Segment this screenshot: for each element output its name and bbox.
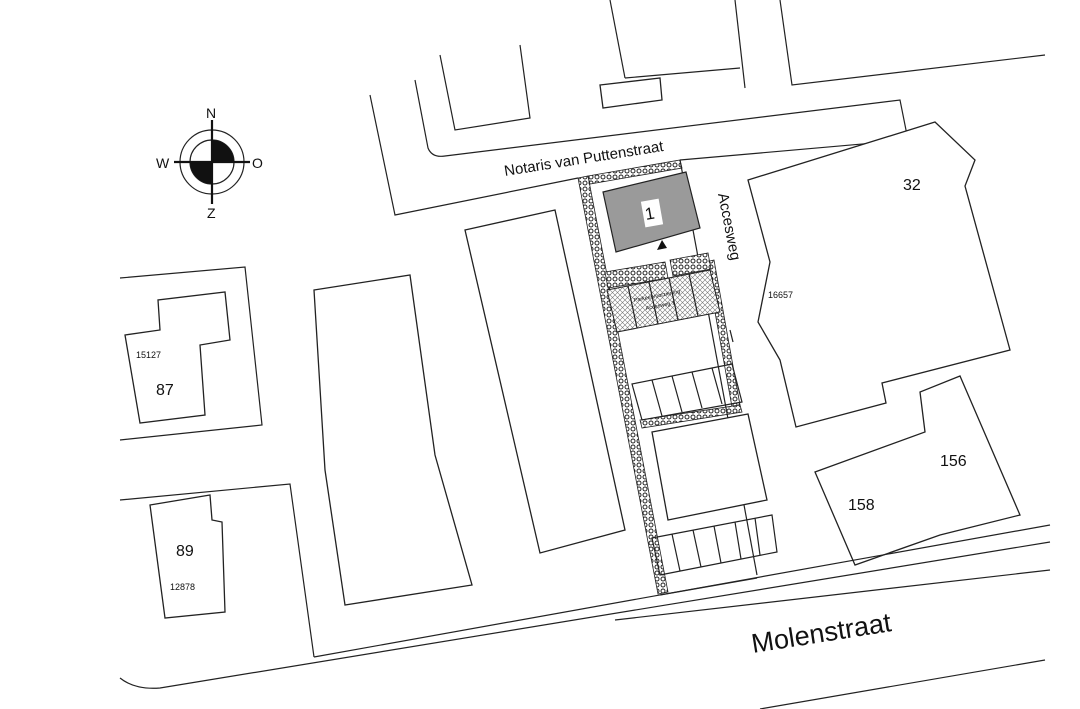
north-blocks [369, 0, 1046, 216]
compass-rose-icon [174, 120, 250, 204]
molenstraat-road [119, 524, 1051, 709]
parcel-15127: 15127 [136, 350, 161, 360]
street-label-access: Accesweg [714, 192, 744, 262]
east-buildings [747, 121, 1021, 566]
entrance-arrow-icon [657, 240, 667, 250]
house-number-156: 156 [940, 453, 967, 470]
parking-label-2: Accesweg 1 [645, 300, 675, 312]
parcel-16657: 16657 [768, 290, 793, 300]
parcel-12878: 12878 [170, 582, 195, 592]
plot-area [577, 159, 778, 596]
house-number-89: 89 [176, 543, 194, 560]
street-label-south: Molenstraat [749, 607, 894, 659]
compass-south: Z [207, 205, 216, 221]
compass-north: N [206, 105, 216, 121]
house-number-87: 87 [156, 382, 174, 399]
compass-west: W [156, 155, 170, 171]
west-buildings [119, 209, 626, 658]
compass-east: O [252, 155, 263, 171]
house-number-32: 32 [903, 177, 921, 194]
building-1-number: 1 [643, 204, 656, 224]
house-number-158: 158 [848, 497, 875, 514]
